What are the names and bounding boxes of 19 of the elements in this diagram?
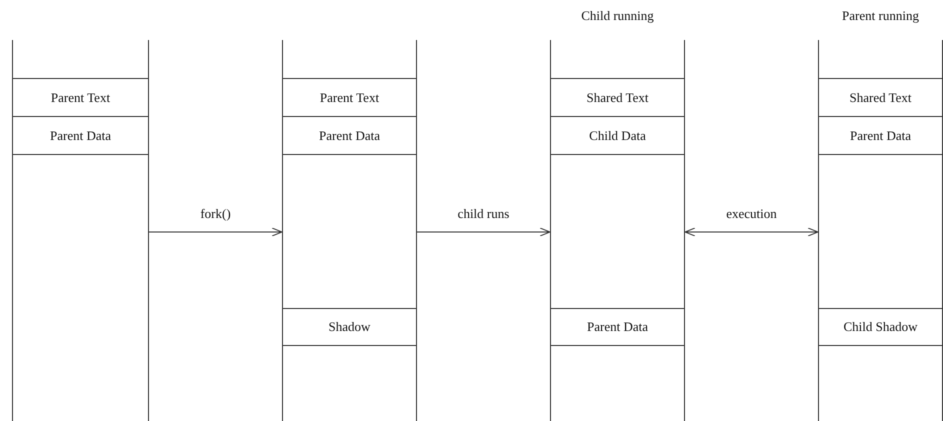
column-caption: Parent running bbox=[841, 8, 920, 24]
memory-region: Parent Text bbox=[13, 78, 148, 117]
memory-region: Shadow bbox=[283, 308, 416, 346]
memory-region: Child Shadow bbox=[819, 308, 942, 346]
column-caption: Child running bbox=[580, 8, 655, 24]
memory-region: Parent Data bbox=[283, 116, 416, 155]
memory-region: Child Data bbox=[551, 116, 684, 155]
memory-column bbox=[12, 40, 149, 421]
memory-region: Shared Text bbox=[551, 78, 684, 117]
memory-region: Parent Data bbox=[819, 116, 942, 155]
memory-region: Shared Text bbox=[819, 78, 942, 117]
edge-label: fork() bbox=[198, 206, 233, 222]
memory-region: Parent Text bbox=[283, 78, 416, 117]
arrow bbox=[416, 228, 550, 236]
memory-column bbox=[282, 40, 417, 421]
memory-region: Parent Data bbox=[13, 116, 148, 155]
arrow bbox=[684, 228, 818, 236]
arrow bbox=[148, 228, 282, 236]
memory-region: Parent Data bbox=[551, 308, 684, 346]
